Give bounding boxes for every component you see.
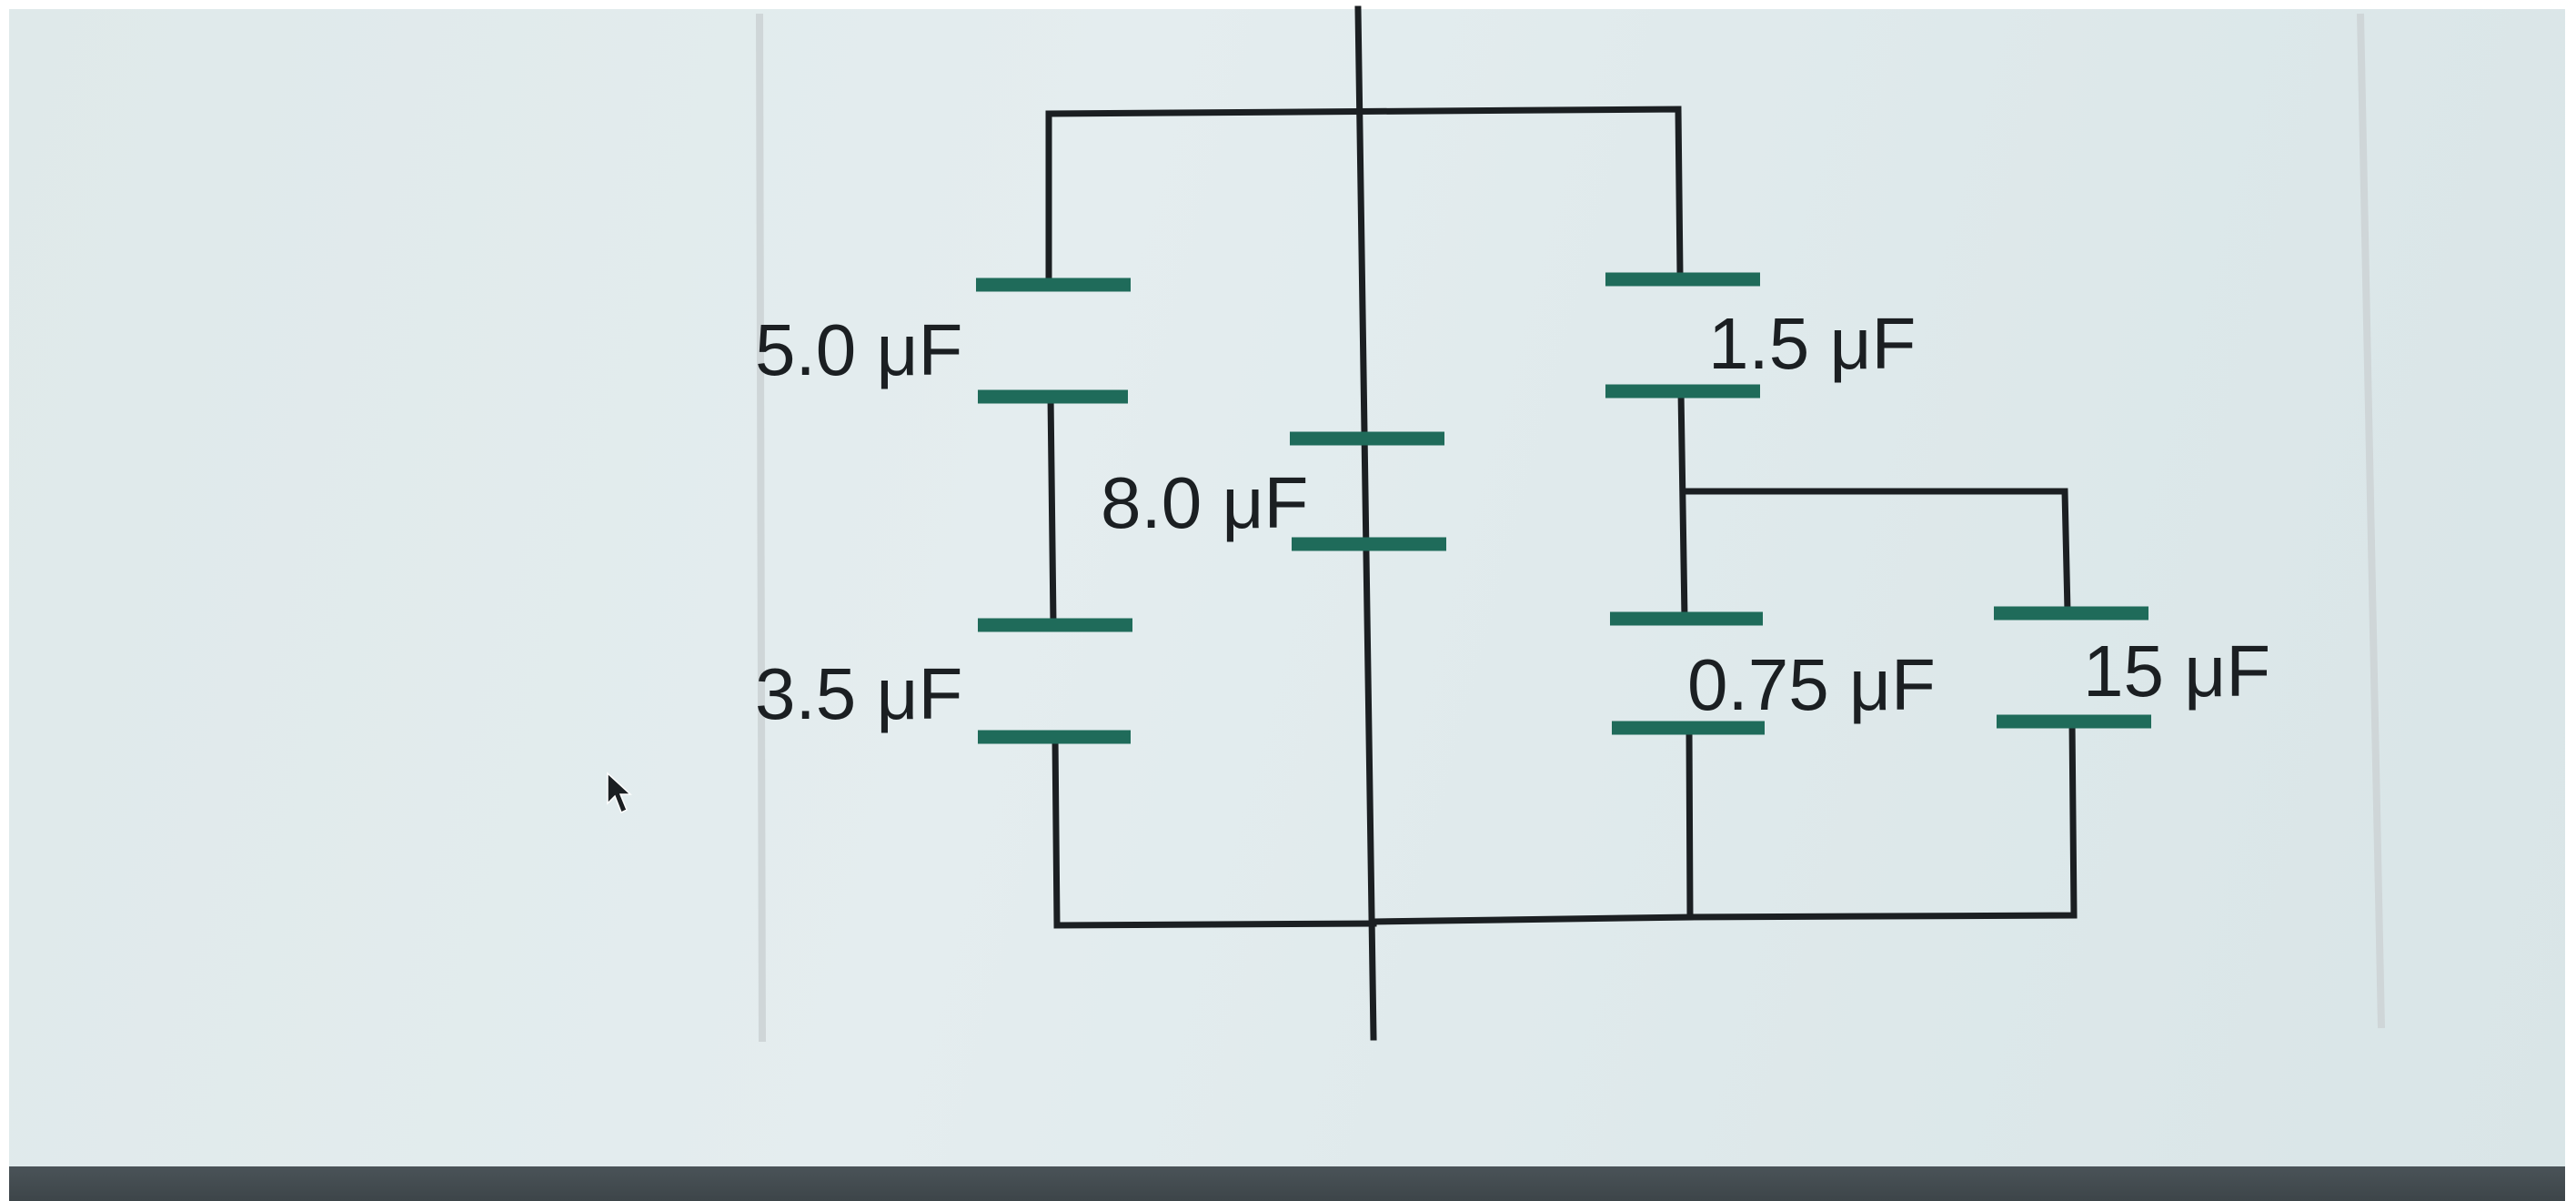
- capacitor-3-5uf: 3.5 μF: [755, 618, 1132, 744]
- wire-right-split: [1679, 488, 2071, 615]
- page-edge-left: [756, 13, 766, 1043]
- wire-center-lead: [1354, 5, 1377, 1041]
- capacitor-8uf: 8.0 μF: [1101, 431, 1446, 551]
- monitor-bezel: [9, 1166, 2565, 1201]
- label-15uf: 15 μF: [2083, 631, 2270, 712]
- wire-top-bus: [1045, 106, 1684, 282]
- capacitor-15uf: 15 μF: [1994, 606, 2270, 729]
- wire-right-bottom: [1685, 717, 2078, 921]
- image-border: [2565, 0, 2576, 1201]
- capacitor-0-75uf: 0.75 μF: [1610, 611, 1936, 735]
- page-edge-right: [2357, 13, 2385, 1029]
- wire-left-mid: [1047, 392, 1057, 627]
- label-5uf: 5.0 μF: [755, 309, 962, 390]
- label-3-5uf: 3.5 μF: [755, 653, 962, 734]
- label-8uf: 8.0 μF: [1101, 462, 1308, 543]
- wire-right-mid: [1677, 388, 1688, 622]
- label-0-75uf: 0.75 μF: [1687, 644, 1936, 725]
- wire-bottom-bus: [1370, 913, 1694, 925]
- mouse-cursor-icon: [607, 772, 632, 814]
- wire-left-bottom: [1052, 733, 1377, 929]
- capacitor-5uf: 5.0 μF: [755, 278, 1131, 404]
- wires: [1045, 5, 2078, 1041]
- capacitor-1-5uf: 1.5 μF: [1605, 272, 1916, 399]
- photographed-screen: [9, 9, 2565, 1166]
- label-1-5uf: 1.5 μF: [1708, 303, 1916, 384]
